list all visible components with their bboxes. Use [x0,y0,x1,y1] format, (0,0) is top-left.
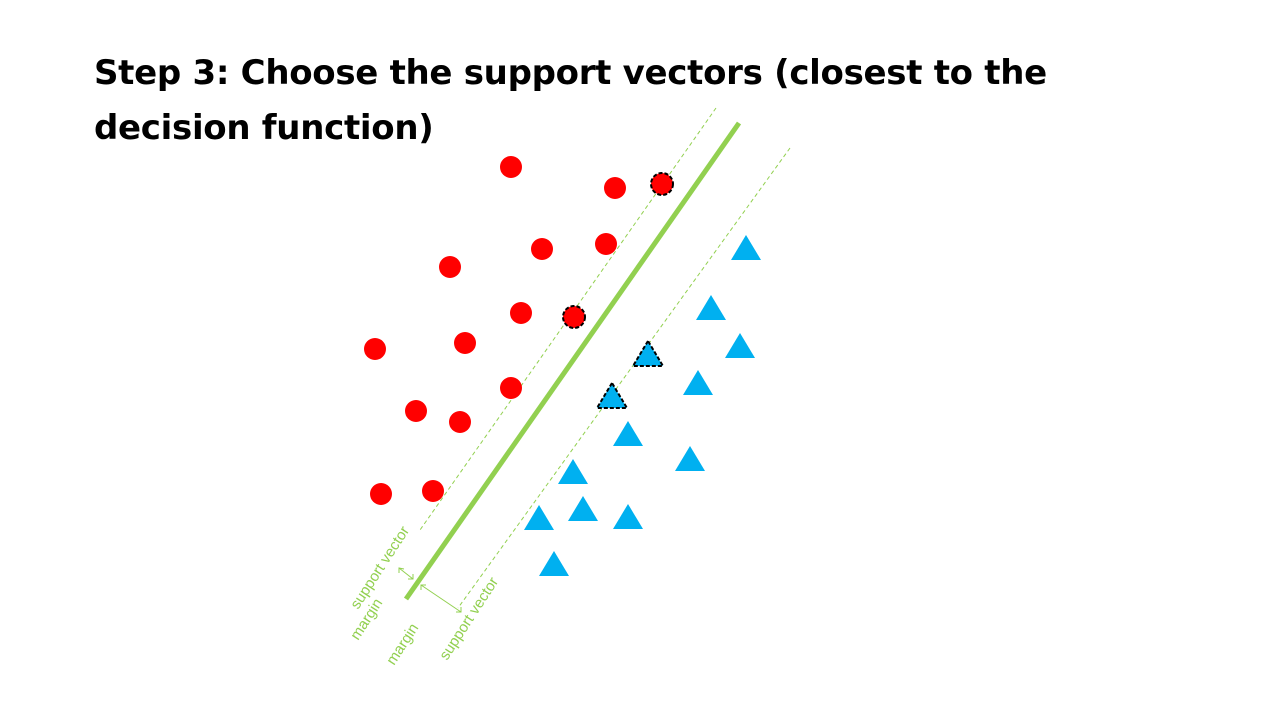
support-vector-label-lower: support vector [436,574,502,663]
class-b-point [568,496,598,521]
class-a-point [454,332,476,354]
class-a-point [405,400,427,422]
class-a-point [449,411,471,433]
support-vector-b [595,381,629,409]
support-vector-label-upper: support vector [347,523,413,612]
class-a-point [500,377,522,399]
class-a-point [595,233,617,255]
decision-boundary-line [403,121,742,601]
class-b-point [675,446,705,471]
class-a-point [439,256,461,278]
class-b-point [539,551,569,576]
support-vector-b [631,339,665,367]
class-a-point [510,302,532,324]
slide-title: Step 3: Choose the support vectors (clos… [94,53,1047,148]
class-a-point [370,483,392,505]
support-vector-a [650,172,674,196]
class-b-points [524,235,761,576]
support-vector-a [562,305,586,329]
margin-arrow-upper [398,567,414,580]
margin-arrow-lower [420,584,462,613]
class-b-point [725,333,755,358]
class-b-point [683,370,713,395]
class-b-point [696,295,726,320]
class-b-point [524,505,554,530]
class-a-point [531,238,553,260]
class-b-point [731,235,761,260]
class-a-point [364,338,386,360]
class-a-points [364,156,674,505]
class-b-point [613,504,643,529]
class-a-point [500,156,522,178]
margin-label-lower: margin [383,620,422,668]
class-b-point [558,459,588,484]
class-a-point [604,177,626,199]
class-b-point [613,421,643,446]
class-a-point [422,480,444,502]
lower-support-line [457,147,791,609]
